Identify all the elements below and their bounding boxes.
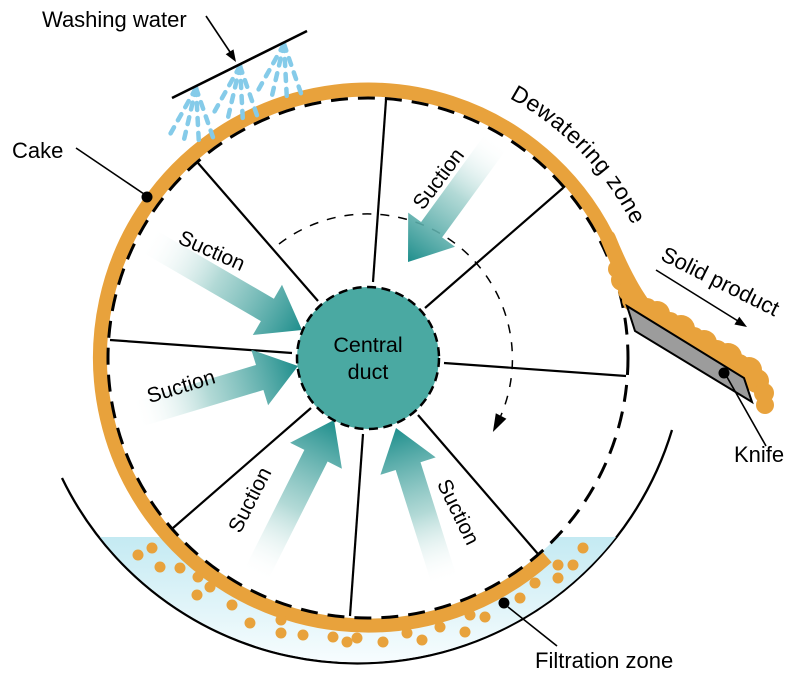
suction-arrow-bottom-right xyxy=(380,428,458,587)
solid-product-arrowhead xyxy=(734,316,747,327)
filtration-zone-leader xyxy=(507,606,558,647)
cake-callout: Cake xyxy=(12,138,153,203)
washing-water-callout: Washing water xyxy=(42,7,236,62)
trough-outer-wall xyxy=(60,429,674,665)
cake-label: Cake xyxy=(12,138,63,163)
cake-leader xyxy=(75,147,145,195)
sector-spokes xyxy=(109,99,627,617)
filtration-zone-leader-dot xyxy=(498,597,510,609)
suction-arrow-top xyxy=(408,132,508,262)
knife-label: Knife xyxy=(734,442,784,467)
spray-jets xyxy=(165,41,305,148)
spray-bar xyxy=(171,29,308,100)
rotation-arrowhead xyxy=(492,413,507,432)
knife-blade xyxy=(625,303,754,405)
filtration-zone-label: Filtration zone xyxy=(535,648,673,673)
central-duct-label-line2: duct xyxy=(348,360,389,384)
slurry-liquid xyxy=(100,537,616,663)
filtration-zone-callout: Filtration zone xyxy=(498,597,673,673)
slurry-particles xyxy=(132,542,589,648)
knife-leader xyxy=(726,376,767,447)
cake-rim xyxy=(93,82,620,633)
central-duct xyxy=(295,285,441,431)
washing-water-spray xyxy=(165,29,308,148)
suction-arrow-upper-left xyxy=(140,228,302,335)
solid-product-arrow-line xyxy=(655,269,739,322)
washing-water-leader xyxy=(205,15,231,53)
washing-water-arrowhead xyxy=(225,49,236,62)
cake-leader-dot xyxy=(141,191,153,203)
suction-arrow-left xyxy=(131,349,298,428)
washing-water-label: Washing water xyxy=(42,7,187,32)
drum-shell xyxy=(106,96,630,620)
knife-leader-dot xyxy=(718,367,730,379)
suction-arrow-bottom-left xyxy=(243,420,342,583)
knife-callout: Knife xyxy=(718,367,784,467)
suction-arrows xyxy=(131,132,508,587)
central-duct-label-line1: Central xyxy=(333,333,402,357)
